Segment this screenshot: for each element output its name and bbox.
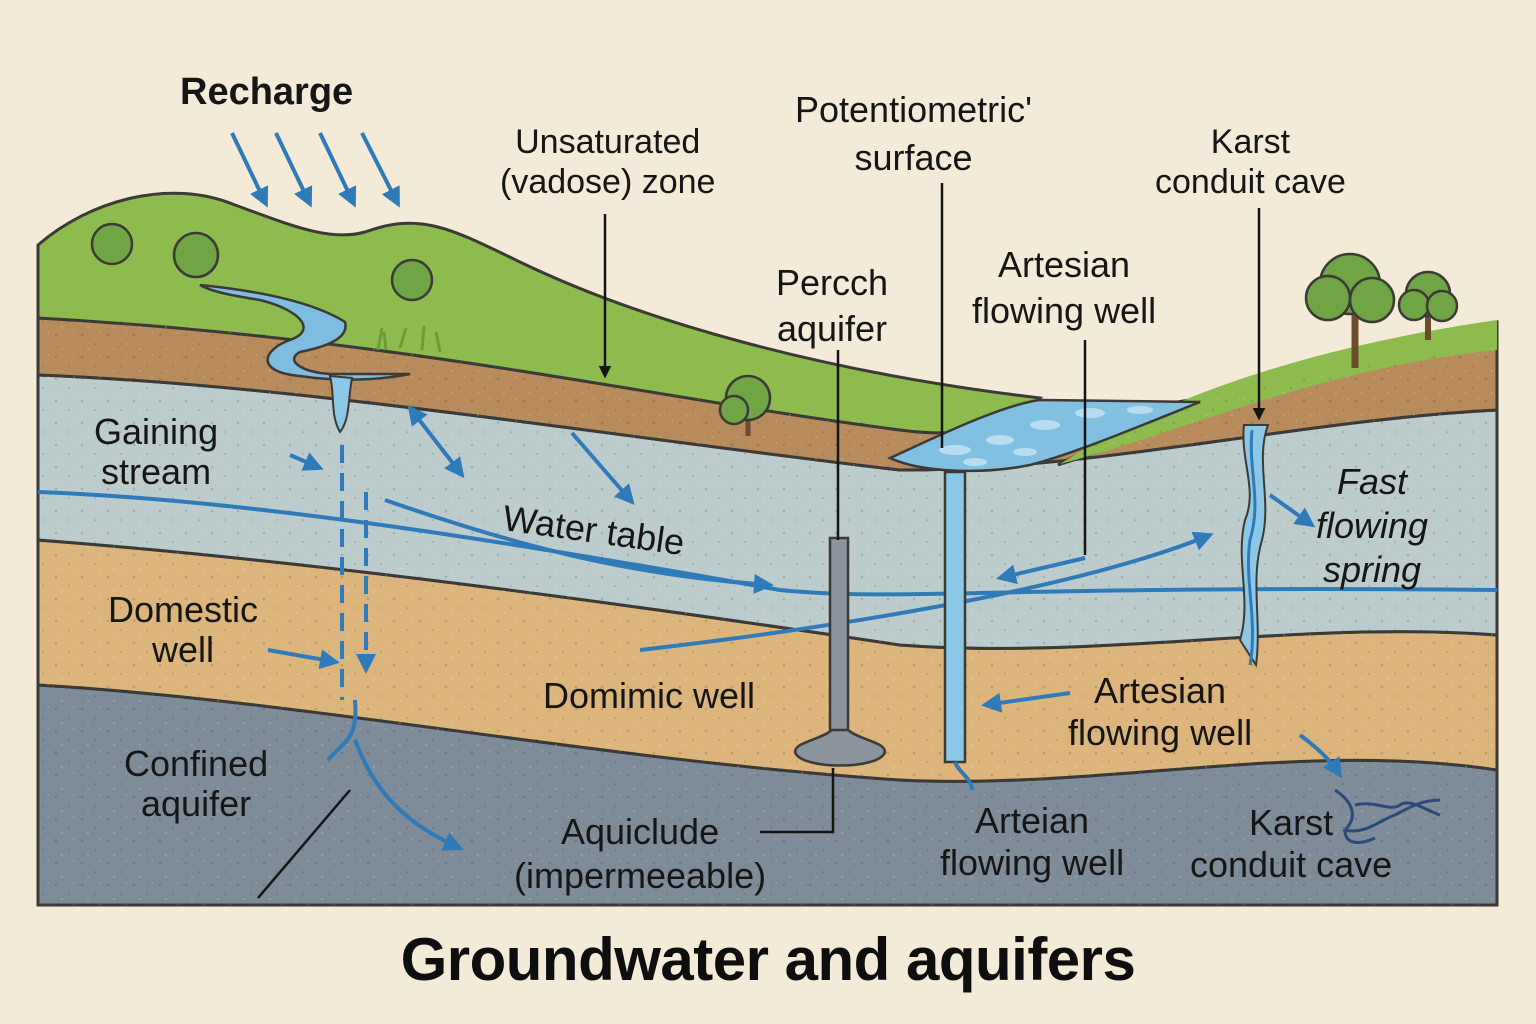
stream bbox=[199, 283, 411, 381]
artesian-mid-line-2: flowing well bbox=[1068, 712, 1253, 753]
flow-line-lower bbox=[639, 531, 1214, 652]
trees bbox=[90, 222, 1459, 436]
label-fast-flowing-spring: Fast flowing spring bbox=[1316, 460, 1428, 592]
spring-line-3: spring bbox=[1323, 549, 1422, 590]
recharge-line-1: Recharge bbox=[180, 71, 354, 113]
label-recharge: Recharge bbox=[180, 72, 353, 112]
domestic-line-1: Domestic bbox=[108, 589, 259, 630]
label-perch-aquifer: Percch aquifer bbox=[776, 260, 888, 352]
artesian-top-line-2: flowing well bbox=[972, 290, 1157, 331]
label-karst-top: Karst conduit cave bbox=[1155, 122, 1346, 202]
karst-cave-network bbox=[1334, 788, 1441, 844]
flow-line-upper bbox=[37, 490, 1498, 597]
perch-line-1: Percch bbox=[776, 262, 889, 303]
label-artesian-bottom: Arteian flowing well bbox=[940, 800, 1124, 884]
karst-conduit bbox=[1238, 424, 1270, 668]
karst-bottom-line-1: Karst bbox=[1249, 802, 1334, 843]
label-unsaturated-zone: Unsaturated (vadose) zone bbox=[500, 122, 715, 202]
perch-line-2: aquifer bbox=[776, 308, 888, 349]
label-gaining-stream: Gaining stream bbox=[94, 412, 218, 492]
perched-lens bbox=[793, 728, 887, 767]
domimic-text: Domimic well bbox=[543, 675, 756, 716]
label-confined-aquifer: Confined aquifer bbox=[124, 744, 268, 824]
label-aquiclude: Aquiclude (impermeeable) bbox=[514, 810, 766, 898]
label-domimic-well: Domimic well bbox=[543, 676, 755, 716]
label-artesian-top: Artesian flowing well bbox=[972, 242, 1156, 334]
perched-well-casing bbox=[828, 536, 850, 740]
karst-top-line-2: conduit cave bbox=[1155, 163, 1346, 201]
artesian-well-casing bbox=[943, 470, 967, 764]
spring-line-2: flowing bbox=[1316, 505, 1429, 546]
spring-line-1: Fast bbox=[1337, 461, 1408, 502]
unsaturated-line-2: (vadose) zone bbox=[500, 163, 716, 201]
aquiclude-line-1: Aquiclude bbox=[560, 811, 720, 852]
flow-arrow-main bbox=[384, 498, 774, 594]
karst-top-line-1: Karst bbox=[1210, 123, 1291, 161]
label-potentiometric-surface: Potentiometric' surface bbox=[795, 86, 1032, 182]
artesian-bottom-line-1: Arteian bbox=[975, 800, 1090, 841]
unsaturated-line-1: Unsaturated bbox=[515, 123, 701, 161]
flow-arrow-left bbox=[996, 556, 1086, 585]
flow-arrow-deep bbox=[353, 739, 464, 851]
confined-line-1: Confined bbox=[124, 743, 269, 784]
label-artesian-mid: Artesian flowing well bbox=[1068, 670, 1252, 754]
label-karst-bottom: Karst conduit cave bbox=[1190, 802, 1392, 886]
diagram-title: Groundwater and aquifers bbox=[400, 926, 1136, 993]
aquiclude-line-2: (impermeeable) bbox=[514, 855, 767, 896]
karst-bottom-line-2: conduit cave bbox=[1190, 844, 1393, 885]
artesian-bottom-line-2: flowing well bbox=[940, 842, 1125, 883]
domestic-line-2: well bbox=[152, 629, 215, 670]
label-domestic-well: Domestic well bbox=[108, 590, 258, 670]
gaining-line-2: stream bbox=[101, 451, 212, 492]
potentiometric-line-1: Potentiometric' bbox=[795, 89, 1032, 130]
artesian-top-line-1: Artesian bbox=[998, 244, 1131, 285]
gaining-line-1: Gaining bbox=[94, 411, 219, 452]
lake bbox=[886, 398, 1201, 473]
artesian-mid-line-1: Artesian bbox=[1094, 670, 1227, 711]
left-hills bbox=[36, 191, 1044, 435]
confined-line-2: aquifer bbox=[141, 783, 252, 824]
potentiometric-line-2: surface bbox=[854, 137, 973, 178]
